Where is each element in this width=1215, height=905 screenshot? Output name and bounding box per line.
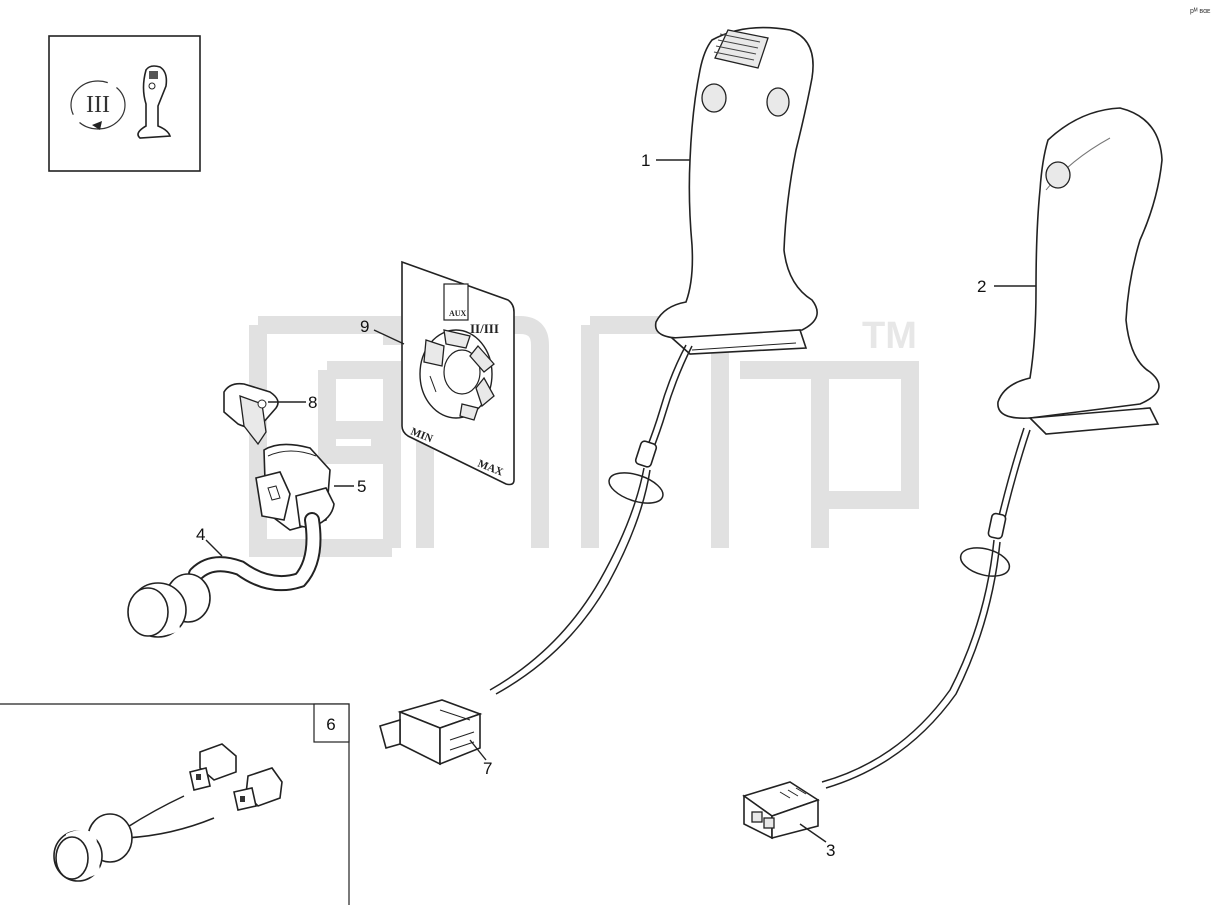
corner-code: pᴹ ʙɑᴇ [1190, 8, 1211, 15]
plate-mode-label: II/III [470, 321, 499, 336]
connector-7 [379, 699, 483, 766]
roman-symbol: III [86, 92, 110, 118]
joystick-1 [489, 26, 818, 695]
harness-4 [127, 512, 322, 638]
plate-aux-label: AUX [449, 309, 467, 318]
arrow-icon [92, 121, 102, 130]
rotation-arc-icon [70, 80, 126, 130]
callout-4: 4 [196, 525, 205, 544]
watermark: TM [249, 315, 919, 557]
callouts: 1 2 3 4 5 7 8 9 [196, 151, 1036, 860]
mini-joystick-icon [137, 65, 172, 139]
control-plate-9: AUX II/III MIN MAX [401, 260, 515, 486]
detail-box-number: 6 [326, 715, 335, 734]
callout-9: 9 [360, 317, 369, 336]
callout-8: 8 [308, 393, 317, 412]
callout-2: 2 [977, 277, 986, 296]
orientation-inset: III [48, 35, 201, 172]
switch-8 [223, 382, 279, 446]
callout-5: 5 [357, 477, 366, 496]
callout-7: 7 [483, 759, 492, 778]
joystick-2 [821, 107, 1163, 789]
mini-connector-a [189, 743, 237, 791]
watermark-trademark: TM [862, 315, 917, 357]
callout-1: 1 [641, 151, 650, 170]
detail-box-6: 6 [0, 703, 350, 905]
callout-3: 3 [826, 841, 835, 860]
mini-connector-b [233, 767, 283, 811]
